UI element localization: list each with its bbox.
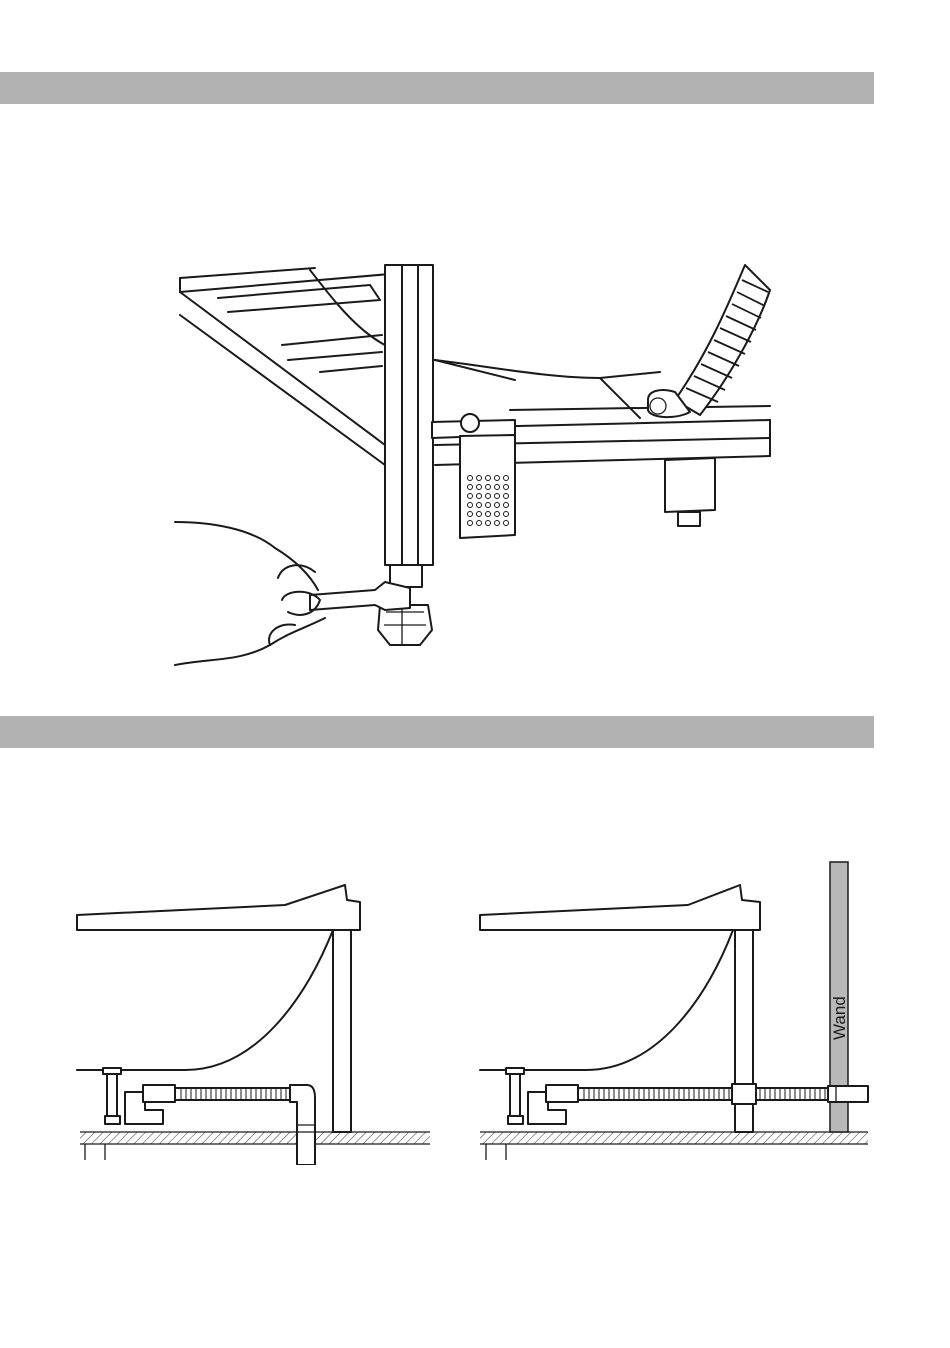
wall-label: Wand: [830, 996, 849, 1040]
floor-icon: [80, 1132, 430, 1160]
drain-wall-illustration: Wand: [478, 860, 873, 1165]
section-header-bar: [0, 72, 874, 104]
adjustable-foot-icon: [665, 458, 715, 526]
drain-trap-icon: [103, 1068, 175, 1124]
section-header-bar: [0, 716, 874, 748]
leg-icon: [385, 265, 433, 587]
adjustable-foot-icon: [378, 605, 432, 645]
flexible-hose-icon: [175, 1088, 290, 1100]
bathtub-icon: [480, 885, 760, 1070]
floor-icon: [480, 1132, 868, 1160]
flexible-hose-icon: [578, 1084, 830, 1104]
drain-hose-icon: [648, 265, 770, 417]
bathtub-icon: [77, 885, 360, 1070]
wall-pipe-icon: [828, 1086, 868, 1102]
drain-free-standing-illustration: [75, 880, 435, 1165]
leg-icon: [333, 930, 351, 1132]
floor-pipe-icon: [290, 1085, 315, 1165]
leg-adjustment-illustration: [170, 260, 780, 680]
hand-icon: [175, 522, 325, 665]
drain-trap-icon: [506, 1068, 578, 1124]
wrench-icon: [310, 582, 410, 610]
bracket-icon: [432, 414, 515, 538]
